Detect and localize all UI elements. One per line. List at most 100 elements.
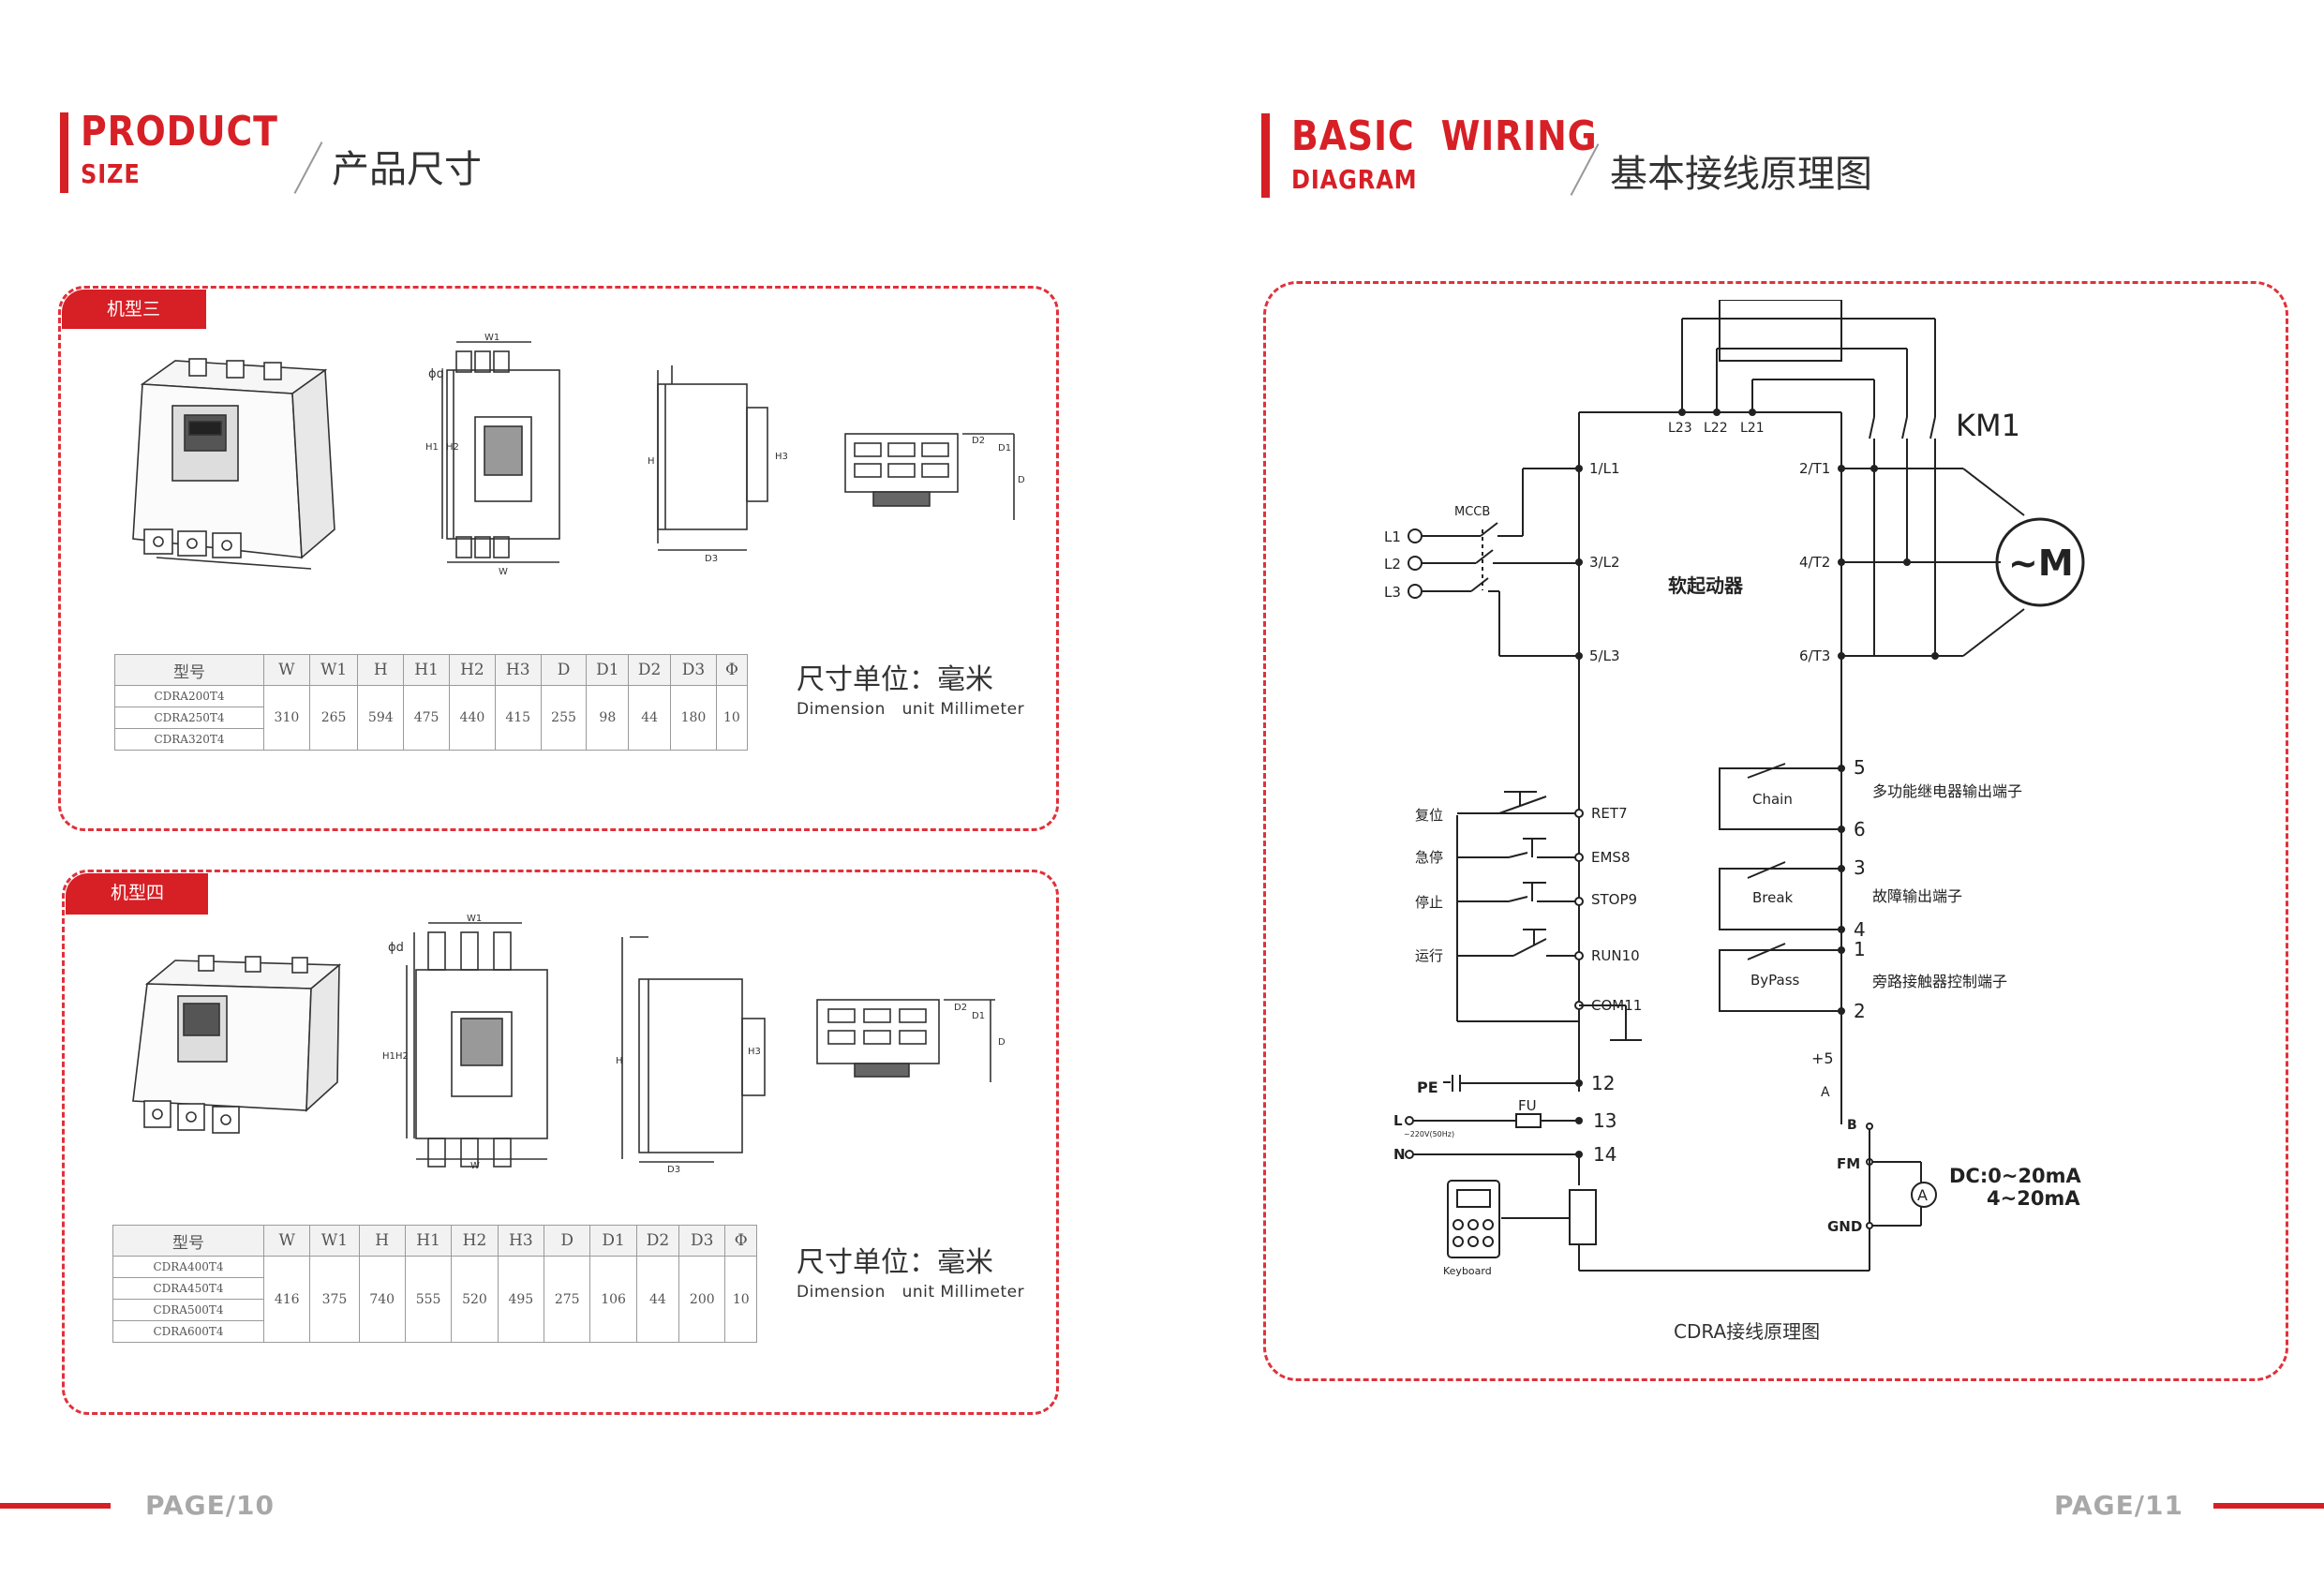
svg-text:ϕd: ϕd: [428, 367, 444, 381]
svg-text:+5: +5: [1811, 1049, 1834, 1067]
svg-text:D2: D2: [972, 436, 985, 446]
th-model: 型号: [114, 654, 264, 686]
svg-text:H1: H1: [425, 442, 439, 453]
svg-text:4/T2: 4/T2: [1799, 554, 1830, 571]
model3-drawings: W1 W H1 H2 ϕd H H3 D3 D2 D1 D: [132, 333, 1025, 577]
svg-text:D1: D1: [972, 1011, 985, 1021]
svg-text:旁路接触器控制端子: 旁路接触器控制端子: [1872, 973, 2007, 990]
cell-phi: 10: [715, 685, 749, 751]
cell-h: 740: [358, 1256, 406, 1343]
right-footer-bar: [2213, 1503, 2324, 1509]
cell-d1: 106: [589, 1256, 637, 1343]
wiring-diagram: 软起动器 L23 L22 L21 KM1 1/L1 3/L2 5/L3 L1 L…: [1384, 300, 2085, 1277]
th-h3: H3: [494, 654, 542, 686]
svg-text:ϕd: ϕd: [388, 941, 404, 955]
svg-text:H: H: [648, 456, 655, 467]
model4-drawings: W1 W H1 H2 ϕd H H3 D3 D2 D1 D: [132, 914, 1006, 1175]
right-title-cn: 基本接线原理图: [1610, 153, 1872, 196]
svg-text:L21: L21: [1740, 421, 1765, 436]
svg-text:A: A: [1821, 1085, 1830, 1100]
svg-text:A: A: [1917, 1186, 1928, 1204]
svg-text:4~20mA: 4~20mA: [1987, 1187, 2080, 1210]
th-h3: H3: [497, 1225, 545, 1257]
svg-text:复位: 复位: [1415, 807, 1443, 824]
cell-phi: 10: [724, 1256, 757, 1343]
svg-text:6/T3: 6/T3: [1799, 647, 1830, 664]
svg-text:4: 4: [1854, 918, 1866, 941]
model3-unit-cn: 尺寸单位：毫米: [797, 663, 993, 696]
cell-d3: 200: [678, 1256, 726, 1343]
right-title-accent-bar: [1261, 113, 1270, 198]
model3-side-view: H H3 D3: [648, 365, 788, 564]
th-w: W: [262, 1225, 311, 1257]
svg-text:W: W: [499, 567, 508, 577]
left-title-divider: [293, 141, 323, 194]
left-title-cn: 产品尺寸: [332, 148, 482, 191]
km1-label: KM1: [1956, 408, 2020, 443]
svg-text:RUN10: RUN10: [1591, 947, 1640, 964]
svg-text:L2: L2: [1384, 556, 1401, 573]
cell-h1: 555: [404, 1256, 453, 1343]
cell-w: 310: [263, 685, 310, 751]
svg-text:N: N: [1393, 1146, 1406, 1163]
th-d3: D3: [678, 1225, 726, 1257]
th-model: 型号: [112, 1225, 264, 1257]
cell-h3: 495: [497, 1256, 545, 1343]
cell-w1: 375: [309, 1256, 360, 1343]
th-h2: H2: [451, 1225, 499, 1257]
cell-w: 416: [262, 1256, 311, 1343]
wiring-panel: [1263, 281, 2288, 1381]
svg-text:L22: L22: [1704, 421, 1728, 436]
cell-h3: 415: [494, 685, 542, 751]
svg-text:H1: H1: [382, 1051, 395, 1062]
cell-w1: 265: [308, 685, 359, 751]
svg-text:14: 14: [1593, 1143, 1616, 1166]
svg-text:急停: 急停: [1415, 849, 1443, 866]
cell-d2: 44: [628, 685, 672, 751]
svg-text:L1: L1: [1384, 528, 1401, 545]
svg-text:D1: D1: [998, 443, 1011, 454]
svg-text:W1: W1: [467, 914, 482, 924]
left-footer-bar: [0, 1503, 111, 1509]
cell-h2: 520: [451, 1256, 499, 1343]
cell-h2: 440: [449, 685, 496, 751]
table-row-model: CDRA200T4: [114, 685, 264, 707]
svg-text:Break: Break: [1752, 889, 1794, 906]
svg-text:D3: D3: [667, 1165, 680, 1175]
left-title-line1: PRODUCT: [81, 108, 278, 156]
th-h1: H1: [403, 654, 450, 686]
right-page-number: PAGE/11: [2054, 1490, 2183, 1521]
model3-panel: [58, 286, 1059, 831]
table-row-model: CDRA450T4: [112, 1277, 264, 1300]
th-d: D: [540, 654, 588, 686]
svg-text:RET7: RET7: [1591, 805, 1628, 822]
th-h: H: [358, 1225, 406, 1257]
soft-starter-label: 软起动器: [1668, 574, 1744, 597]
th-h1: H1: [404, 1225, 453, 1257]
cell-h: 594: [357, 685, 405, 751]
cell-d: 255: [540, 685, 588, 751]
svg-text:D: D: [998, 1037, 1006, 1048]
svg-text:L23: L23: [1668, 421, 1692, 436]
svg-text:L: L: [1393, 1112, 1403, 1129]
svg-text:H3: H3: [775, 452, 788, 462]
right-title-line2: DIAGRAM: [1291, 164, 1418, 195]
table-row-model: CDRA500T4: [112, 1299, 264, 1321]
wiring-caption: CDRA接线原理图: [1674, 1320, 1821, 1343]
model3-spec-table: 型号 W W1 H H1 H2 H3 D D1 D2 D3 Φ CDRA200T…: [114, 654, 749, 751]
svg-text:~220V(50Hz): ~220V(50Hz): [1404, 1130, 1454, 1138]
svg-text:H2: H2: [395, 1051, 409, 1062]
svg-text:2/T1: 2/T1: [1799, 460, 1830, 477]
th-d1: D1: [586, 654, 630, 686]
svg-text:5: 5: [1854, 756, 1866, 779]
model4-spec-table: 型号 W W1 H H1 H2 H3 D D1 D2 D3 Φ CDRA400T…: [112, 1225, 757, 1343]
svg-text:DC:0~20mA: DC:0~20mA: [1949, 1165, 2082, 1187]
th-d3: D3: [670, 654, 717, 686]
model4-front-view: W1 W H1 H2 ϕd: [382, 914, 548, 1171]
th-phi: Φ: [715, 654, 749, 686]
motor-label: ~M: [2008, 543, 2074, 584]
th-d: D: [544, 1225, 591, 1257]
svg-text:GND: GND: [1827, 1218, 1862, 1235]
th-w1: W1: [308, 654, 359, 686]
cell-d3: 180: [670, 685, 717, 751]
